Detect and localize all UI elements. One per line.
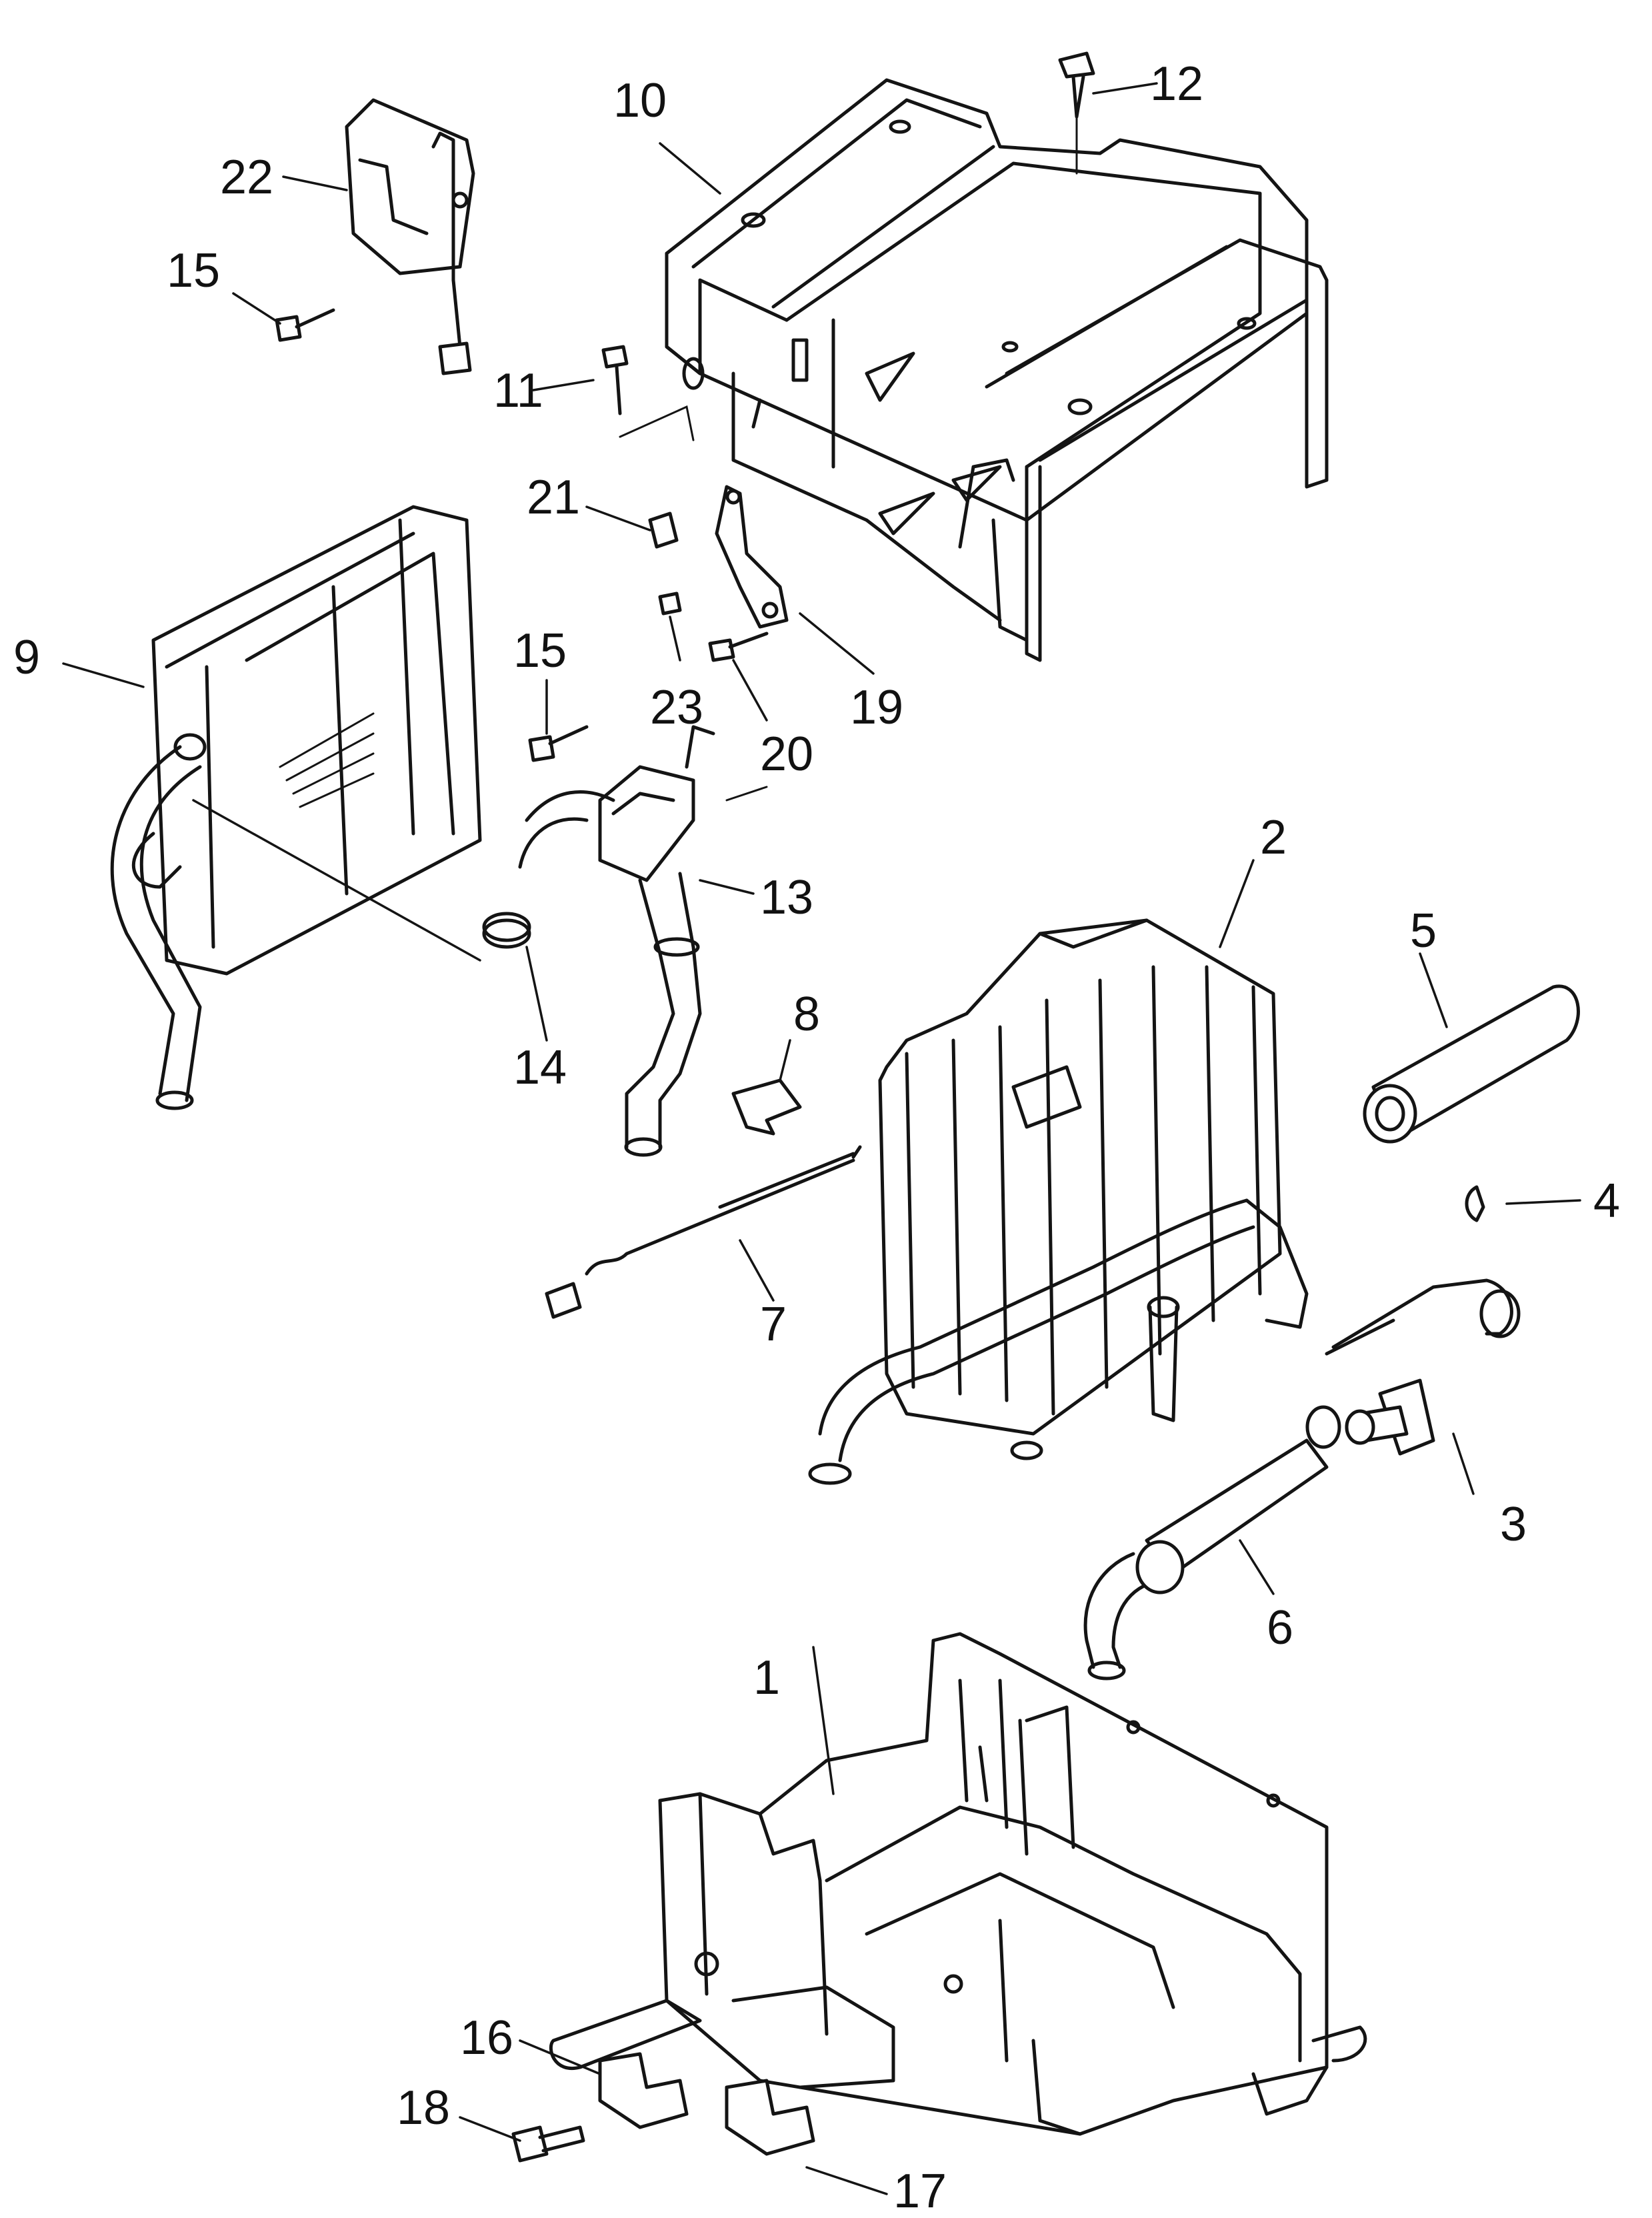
callout-1: 1 [753,1651,780,1705]
callout-8: 8 [793,988,820,1041]
callout-9: 9 [13,631,40,684]
callout-labels: 1 2 3 4 5 6 7 8 9 10 11 12 13 14 15 15 1… [13,57,1620,2218]
part-15-screw-upper [275,308,335,342]
part-22-controller [345,98,475,375]
part-15-screw-lower [528,725,589,762]
part-20-screw [708,632,769,662]
callout-11: 11 [493,364,543,417]
leader-lines [62,82,1581,2195]
part-1-lower-case [549,1632,1367,2136]
callout-21: 21 [527,471,580,524]
part-8-clip [731,1078,802,1136]
callout-23: 23 [650,681,703,734]
part-13-valve [518,725,768,1157]
part-16-clamp [598,2052,689,2129]
callout-2: 2 [1260,811,1287,864]
callout-14: 14 [513,1041,567,1094]
part-5-sleeve [1363,984,1580,1144]
callout-5: 5 [1410,904,1437,958]
part-3-expansion-valve [1325,1278,1521,1456]
callout-15a: 15 [167,244,220,297]
part-10-upper-case [665,78,1329,662]
part-18-bolt [511,2125,585,2163]
callout-13: 13 [760,871,813,924]
part-2-evaporator [808,918,1309,1485]
part-19-bracket [715,485,789,629]
part-21-clip [648,511,679,549]
part-14-clamp [482,912,531,949]
callout-10: 10 [613,74,667,127]
callout-19: 19 [850,681,903,734]
part-17-clamp [725,1985,895,2156]
callout-15b: 15 [513,624,567,678]
part-6-hose [1083,1405,1341,1681]
callout-18: 18 [397,2081,450,2135]
callout-16: 16 [460,2011,513,2065]
callout-4: 4 [1593,1174,1620,1228]
callout-7: 7 [760,1298,787,1351]
callout-17: 17 [893,2165,947,2215]
callout-20: 20 [760,728,813,781]
part-11-screw [601,345,695,441]
callout-3: 3 [1500,1498,1527,1551]
callout-12: 12 [1150,57,1203,111]
part-9-heater-core [110,505,482,1110]
part-12-screw [1058,51,1095,175]
part-7-sensor [545,1145,862,1319]
part-23-bolt [658,592,682,616]
callout-6: 6 [1267,1601,1293,1654]
part-4-clip [1465,1185,1485,1222]
callout-22: 22 [220,151,273,204]
